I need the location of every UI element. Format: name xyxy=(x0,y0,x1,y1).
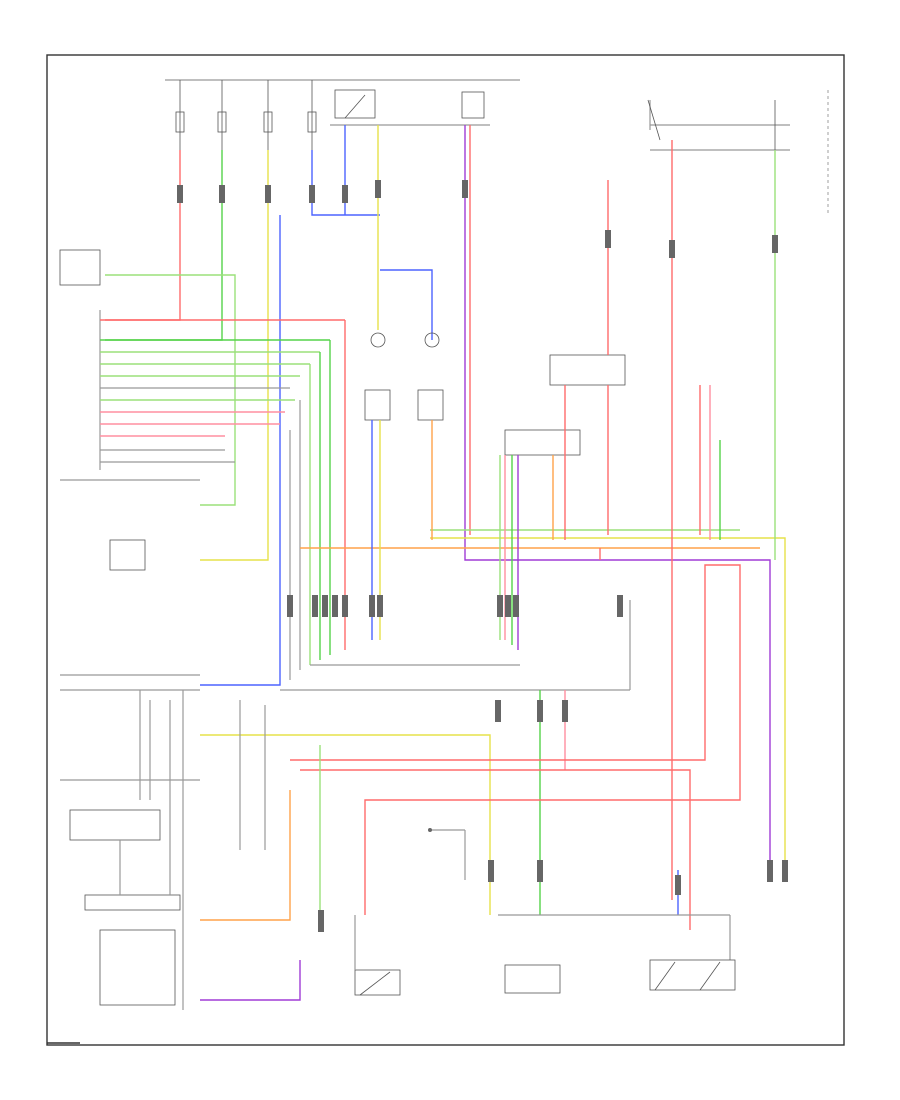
trunk-horizontal xyxy=(300,529,786,880)
connector-block-left xyxy=(59,249,345,470)
switch-bottom-right xyxy=(649,959,736,991)
left-side-panel xyxy=(60,479,200,781)
center-drop-wires xyxy=(371,420,519,650)
control-module-left xyxy=(69,690,266,1010)
wire-green-left xyxy=(105,150,223,341)
ground-symbol-bottom xyxy=(428,828,466,880)
wire-purple-main xyxy=(464,125,771,880)
wire-yellow-left xyxy=(200,150,269,561)
harness-center xyxy=(289,320,346,680)
lower-wires xyxy=(200,564,741,1001)
diagram-border xyxy=(46,54,845,1046)
wire-blue-branch xyxy=(380,269,433,340)
wire-connectors xyxy=(177,180,788,932)
relay-right-stack xyxy=(504,140,776,900)
fuse-group-left xyxy=(165,79,520,150)
wire-ltgreen-left xyxy=(105,274,236,506)
switch-bottom-left xyxy=(354,915,401,996)
switch-bottom-middle xyxy=(498,914,731,994)
relay-top-middle xyxy=(330,89,490,126)
junction-box-mid xyxy=(280,600,631,691)
fuse-group-right xyxy=(647,90,829,215)
bulb-left xyxy=(364,332,444,421)
wire-red-left xyxy=(105,150,181,321)
wire-blue-main xyxy=(200,150,380,686)
